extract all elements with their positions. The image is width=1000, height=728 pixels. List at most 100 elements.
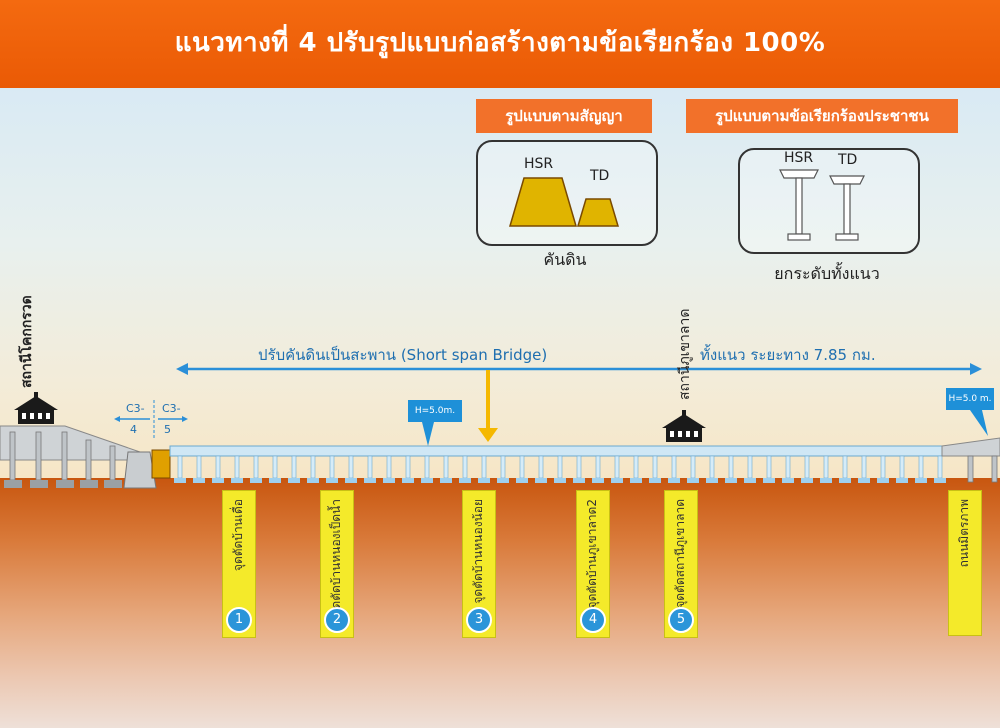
bridge-footing <box>839 478 851 483</box>
school-icon-middle <box>662 410 706 442</box>
down-arrow-head <box>478 428 498 442</box>
bridge-pier <box>671 455 677 479</box>
span-arrow-right-head <box>970 363 982 375</box>
bridge-footing <box>440 478 452 483</box>
bridge-pier <box>728 455 734 479</box>
bridge-footing <box>706 478 718 483</box>
page-title: แนวทางที่ 4 ปรับรูปแบบก่อสร้างตามข้อเรีย… <box>174 28 826 58</box>
bridge-pier <box>310 455 316 479</box>
abutment-left <box>123 451 157 489</box>
crossing-number-1: 1 <box>226 607 252 633</box>
bridge-footing <box>725 478 737 483</box>
bridge-footing <box>744 478 756 483</box>
bridge-pier <box>785 455 791 479</box>
bridge-footing <box>307 478 319 483</box>
demand-hsr-label: HSR <box>784 150 814 166</box>
bridge-pier <box>500 455 506 479</box>
bridge-pier <box>747 455 753 479</box>
c3-right-num: 5 <box>164 423 171 436</box>
bridge-pier <box>462 455 468 479</box>
ground-background <box>0 478 1000 728</box>
contract-hsr-label: HSR <box>524 156 554 172</box>
bridge-footing <box>858 478 870 483</box>
crossing-number-2: 2 <box>324 607 350 633</box>
span-arrow-left-head <box>176 363 188 375</box>
c3-right-label: C3- <box>162 402 181 415</box>
crossing-label-3: จุดตัดบ้านหนองน้อย <box>471 499 485 604</box>
height-callout-mid: H=5.0m. <box>408 400 462 422</box>
bridge-pier <box>386 455 392 479</box>
bridge-pier <box>918 455 924 479</box>
crossing-marker-4: จุดตัดบ้านภูเขาลาด2 4 <box>576 490 610 638</box>
bridge-pier <box>937 455 943 479</box>
bridge-footing <box>383 478 395 483</box>
bridge-footing <box>877 478 889 483</box>
bridge-pier <box>234 455 240 479</box>
bridge-pier <box>652 455 658 479</box>
bridge-footing <box>288 478 300 483</box>
bridge-footing <box>782 478 794 483</box>
bridge-pier <box>633 455 639 479</box>
bridge-footing <box>497 478 509 483</box>
sky-background <box>0 88 1000 478</box>
bridge-footing <box>535 478 547 483</box>
crossing-label-2: จุดตัดบ้านหนองเป็ดน้ำ <box>329 499 343 616</box>
c3-left-label: C3- <box>126 402 145 415</box>
bridge-pier <box>880 455 886 479</box>
bridge-footing <box>402 478 414 483</box>
station-left-label: สถานีโคกกรวด <box>19 295 35 388</box>
bridge-pier <box>481 455 487 479</box>
bridge-pier <box>766 455 772 479</box>
bridge-pier <box>576 455 582 479</box>
c3-left-num: 4 <box>130 423 137 436</box>
bridge-footing <box>915 478 927 483</box>
contract-design-tag: รูปแบบตามสัญญา <box>476 99 652 133</box>
bridge-footing <box>269 478 281 483</box>
bridge-pier <box>443 455 449 479</box>
elevated-diagram <box>779 169 865 241</box>
bridge-pier <box>595 455 601 479</box>
bridge-pier <box>253 455 259 479</box>
bridge-footing <box>592 478 604 483</box>
callout-right-pointer <box>970 410 988 436</box>
bridge-footing <box>801 478 813 483</box>
bridge-pier <box>804 455 810 479</box>
bridge-pier <box>690 455 696 479</box>
td-embankment-shape <box>576 198 620 227</box>
bridge-footing <box>193 478 205 483</box>
crossing-number-4: 4 <box>580 607 606 633</box>
school-icon-left <box>14 392 58 424</box>
bridge-footing <box>668 478 680 483</box>
bridge-footing <box>649 478 661 483</box>
hsr-embankment-shape <box>509 177 577 227</box>
bridge-pier <box>291 455 297 479</box>
callout-mid-pointer <box>422 422 434 446</box>
embankment-diagram <box>509 177 620 227</box>
bridge-pier <box>709 455 715 479</box>
bridge-footing <box>687 478 699 483</box>
earth-fill-block <box>151 449 171 479</box>
bridge-pier <box>348 455 354 479</box>
demand-design-panel: HSR TD <box>738 148 920 254</box>
bridge-pier <box>538 455 544 479</box>
bridge-footing <box>174 478 186 483</box>
bridge-pier <box>899 455 905 479</box>
demand-td-label: TD <box>838 152 858 168</box>
bridge-piers <box>174 455 946 483</box>
bridge-footing <box>763 478 775 483</box>
header-banner: แนวทางที่ 4 ปรับรูปแบบก่อสร้างตามข้อเรีย… <box>0 0 1000 88</box>
contract-td-label: TD <box>590 168 610 184</box>
bridge-deck <box>169 445 943 457</box>
bridge-pier <box>196 455 202 479</box>
bridge-footing <box>250 478 262 483</box>
bridge-pier <box>272 455 278 479</box>
bridge-footing <box>231 478 243 483</box>
crossing-number-5: 5 <box>668 607 694 633</box>
crossing-label-1: จุดตัดบ้านเดื่อ <box>231 499 245 572</box>
demand-design-tag: รูปแบบตามข้อเรียกร้องประชาชน <box>686 99 958 133</box>
existing-right-deck <box>941 437 1000 457</box>
bridge-pier <box>177 455 183 479</box>
crossing-marker-3: จุดตัดบ้านหนองน้อย 3 <box>462 490 496 638</box>
bridge-pier <box>842 455 848 479</box>
bridge-footing <box>820 478 832 483</box>
